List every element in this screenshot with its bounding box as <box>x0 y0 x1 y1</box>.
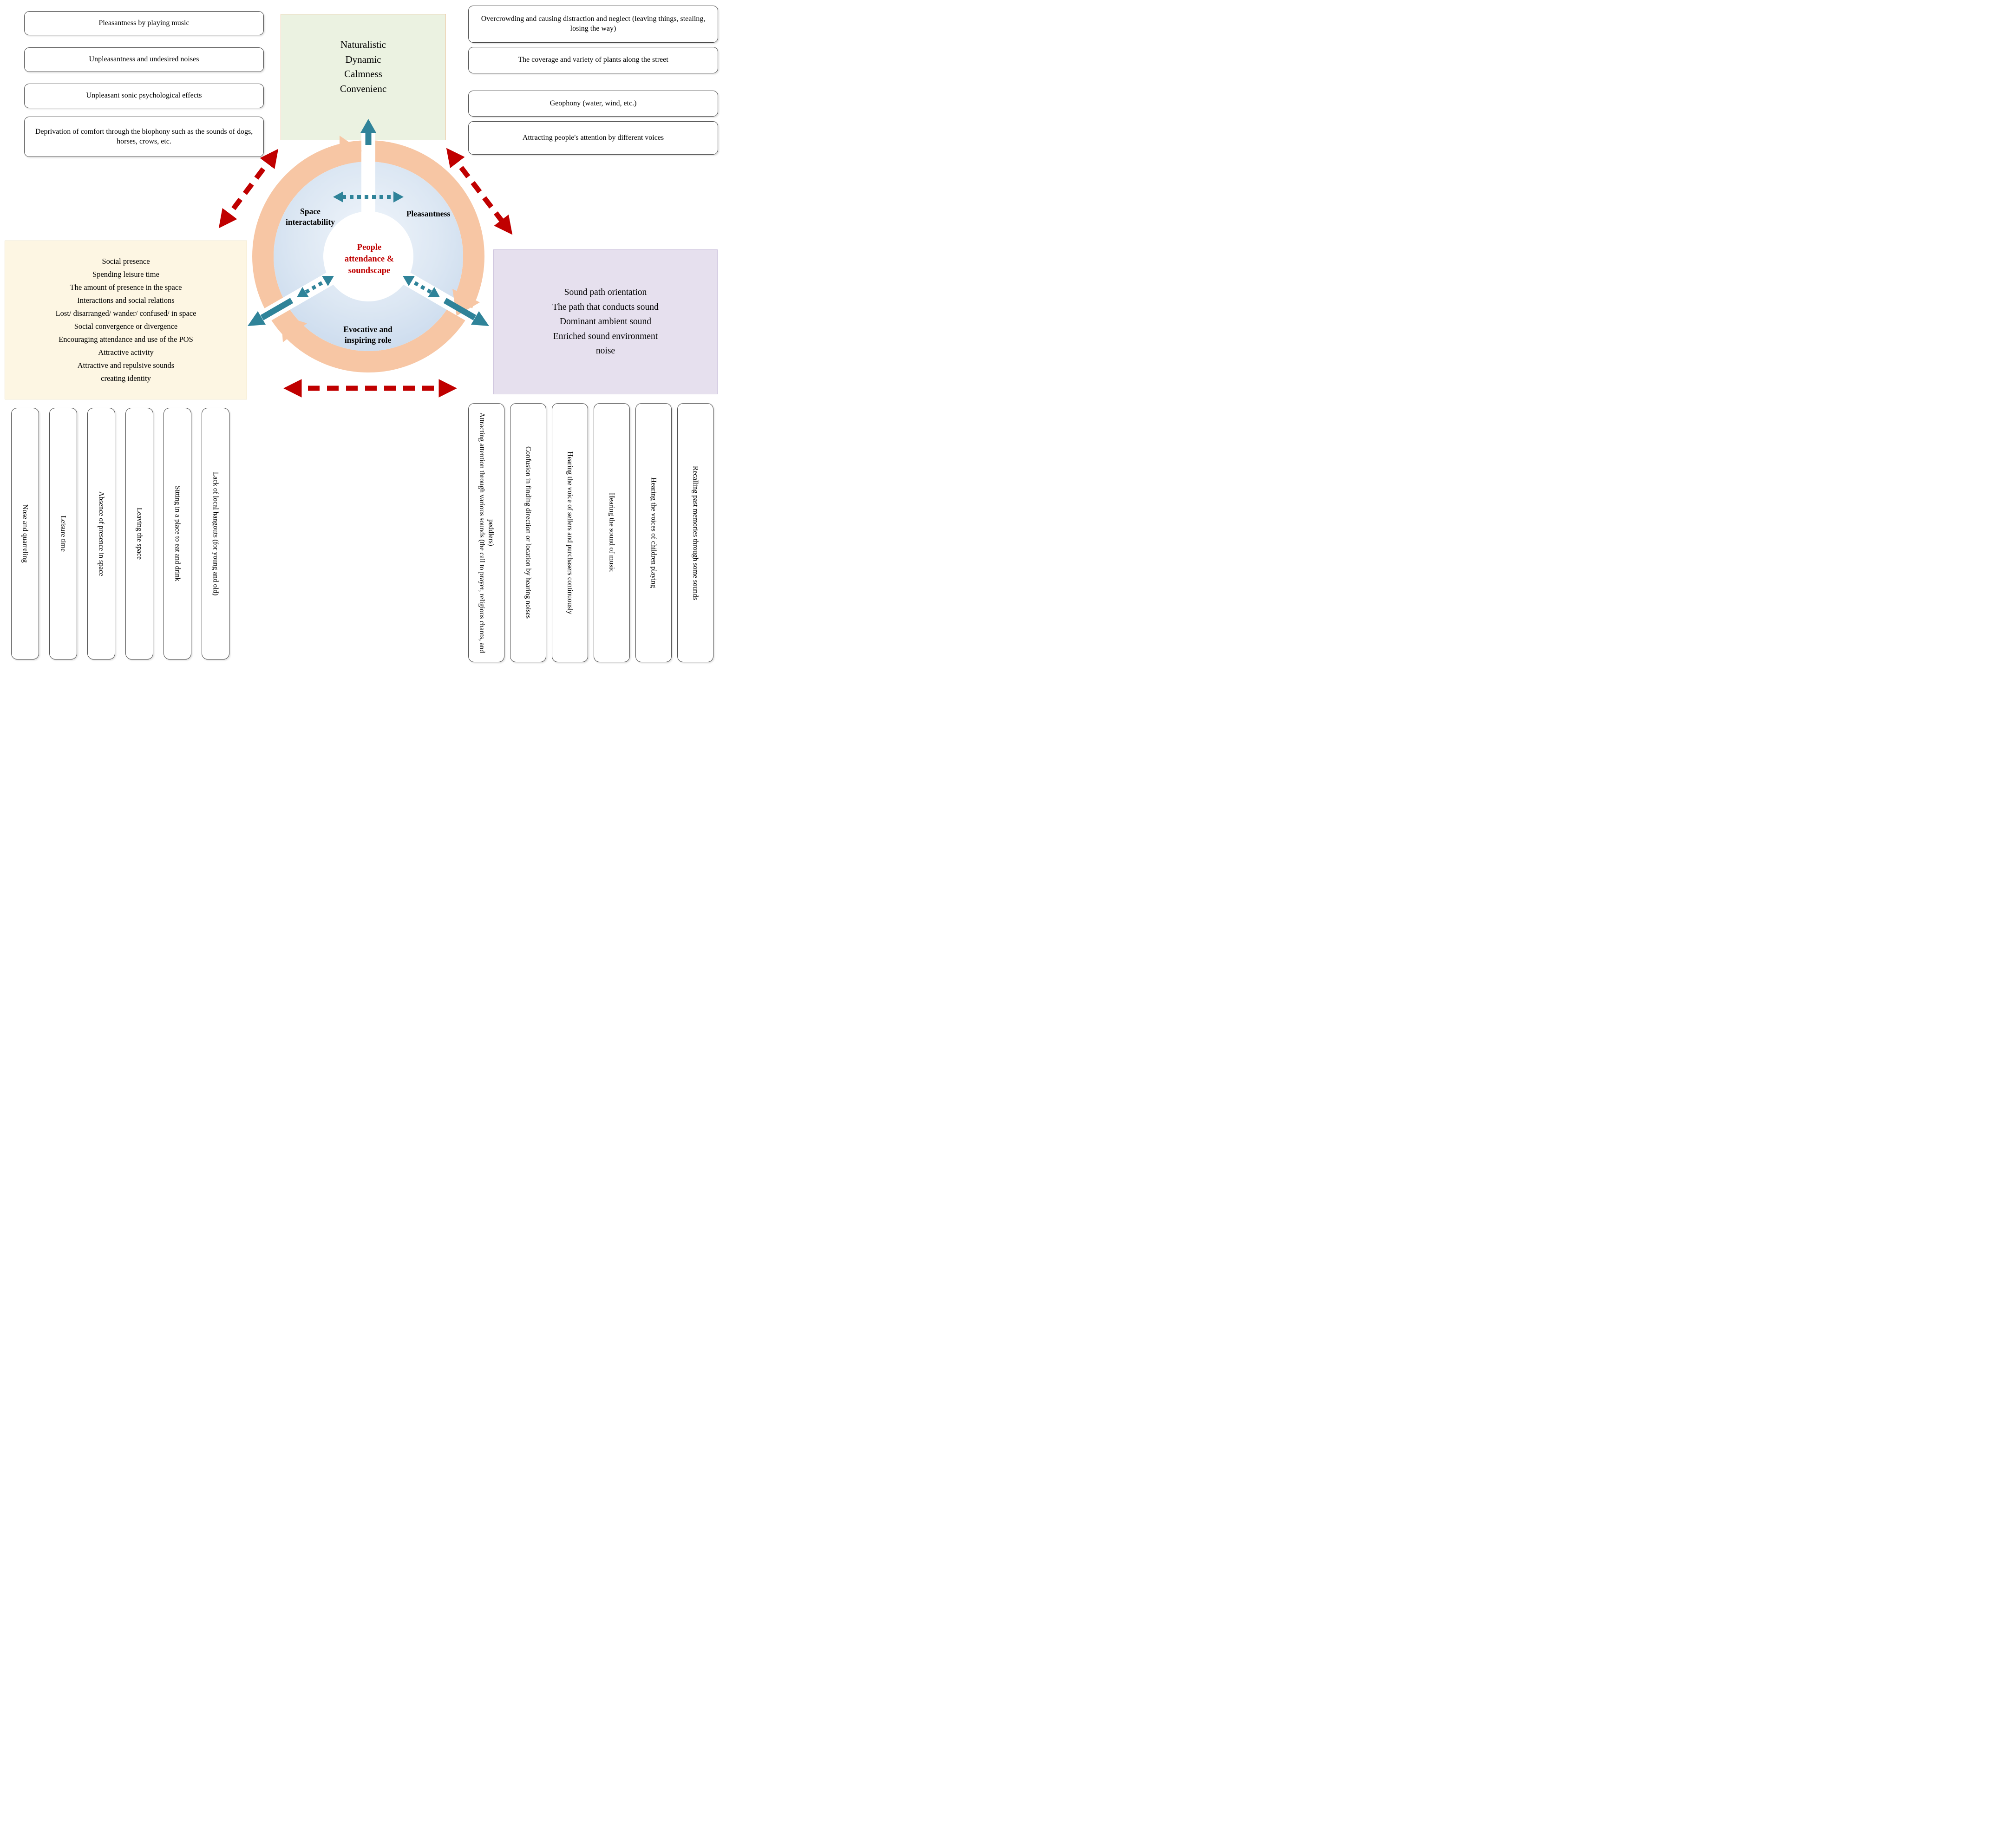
effect-box-sonic-psychological: Unpleasant sonic psychological effects <box>24 84 264 108</box>
factor-box-children-playing: Hearing the voices of children playing <box>635 403 672 662</box>
hub-circle <box>323 211 413 301</box>
effect-box-overcrowding: Overcrowding and causing distraction and… <box>468 6 718 43</box>
factor-box-label: Leaving the space <box>135 508 144 560</box>
factor-box-label: Leisure time <box>59 516 67 552</box>
factor-box-label: Lack of local hangouts (for young and ol… <box>211 471 220 596</box>
factor-box-label: Hearing the voice of sellers and purchas… <box>566 451 574 614</box>
factor-box-label: Sitting in a place to eat and drink <box>173 486 182 581</box>
factor-box-sitting-eat-drink: Sitting in a place to eat and drink <box>164 408 191 660</box>
dotted-link-arrowhead <box>297 191 440 297</box>
factor-box-label: Attracting attention through various sou… <box>478 412 495 653</box>
outward-arrow <box>248 119 489 326</box>
effect-box-undesired-noises: Unpleasantness and undesired noises <box>24 47 264 72</box>
factor-box-label: Nose and quarreling <box>21 504 29 563</box>
theme-panel-social-presence: Social presence Spending leisure time Th… <box>5 241 247 399</box>
figure-canvas: Pleasantness by playing music Unpleasant… <box>0 0 720 665</box>
effect-box-pleasantness-music: Pleasantness by playing music <box>24 11 264 35</box>
factor-box-confusion-direction: Confusion in finding direction or locati… <box>510 403 546 662</box>
dotted-link-lines <box>303 195 433 295</box>
factor-box-sellers-voices: Hearing the voice of sellers and purchas… <box>552 403 588 662</box>
effect-box-plants-coverage: The coverage and variety of plants along… <box>468 47 718 73</box>
factor-box-label: Confusion in finding direction or locati… <box>524 446 532 619</box>
sector-label-pleasantness: Pleasantness <box>406 209 451 218</box>
factor-box-label: Hearing the sound of music <box>608 493 616 573</box>
factor-box-attracting-sounds: Attracting attention through various sou… <box>468 403 504 662</box>
sector-label-evocative: Evocative and inspiring role <box>343 325 393 345</box>
factor-box-recalling-memories: Recalling past memories through some sou… <box>677 403 713 662</box>
effect-box-attracting-voices: Attracting people's attention by differe… <box>468 121 718 155</box>
factor-box-nose-quarreling: Nose and quarreling <box>11 408 39 660</box>
factor-box-absence-presence: Absence of presence in space <box>87 408 115 660</box>
theme-panel-sound-path: Sound path orientation The path that con… <box>493 249 718 394</box>
factor-box-leisure-time: Leisure time <box>49 408 77 660</box>
effect-box-biophony-deprivation: Deprivation of comfort through the bioph… <box>24 117 264 157</box>
factor-box-label: Hearing the voices of children playing <box>649 477 658 588</box>
factor-box-sound-of-music: Hearing the sound of music <box>594 403 630 662</box>
effect-box-geophony: Geophony (water, wind, etc.) <box>468 91 718 117</box>
factor-box-lack-hangouts: Lack of local hangouts (for young and ol… <box>202 408 229 660</box>
factor-box-label: Absence of presence in space <box>97 491 105 576</box>
sector-label-space-interactability: Space interactability <box>286 207 335 227</box>
factor-box-label: Recalling past memories through some sou… <box>691 465 700 600</box>
factor-box-leaving-space: Leaving the space <box>125 408 153 660</box>
hub-label-people-attendance: People attendance & soundscape <box>344 243 394 275</box>
theme-panel-naturalistic: Naturalistic Dynamic Calmness Convenienc <box>281 14 446 140</box>
soundscape-cycle-diagram <box>248 119 489 372</box>
